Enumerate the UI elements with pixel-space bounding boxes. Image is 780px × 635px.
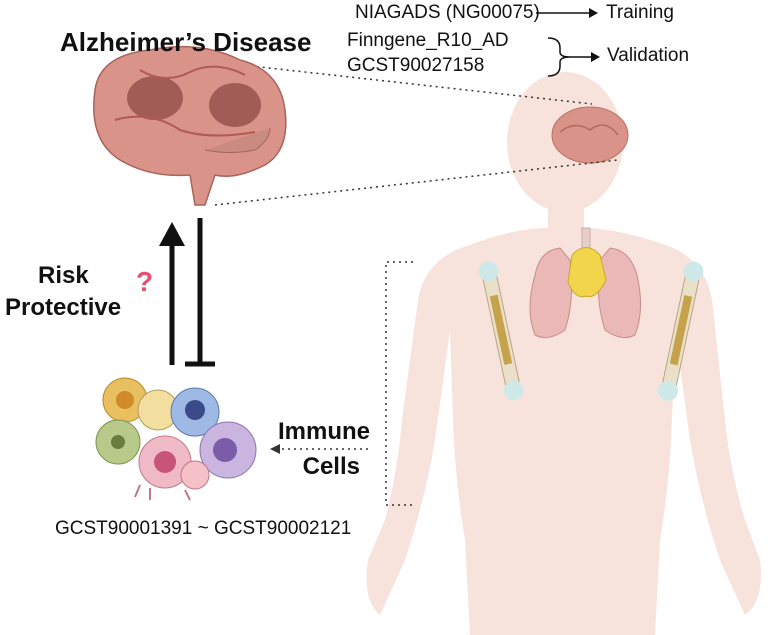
training-source: NIAGADS (NG00075) xyxy=(355,2,540,23)
protective-label: Protective xyxy=(5,294,122,321)
lungs-icon xyxy=(529,227,641,339)
zoom-lines xyxy=(214,61,619,506)
small-brain-icon xyxy=(551,106,629,164)
training-label: Training xyxy=(606,2,674,23)
risk-label: Risk xyxy=(38,262,89,289)
question-mark-icon: ? xyxy=(136,266,154,297)
validation-source-2: GCST90027158 xyxy=(347,55,485,76)
training-arrow xyxy=(536,8,598,18)
risk-arrow xyxy=(159,222,185,365)
cells-label: Cells xyxy=(302,453,360,480)
human-body-icon xyxy=(366,72,761,635)
immune-label: Immune xyxy=(278,418,371,445)
brain-icon xyxy=(93,45,287,206)
immune-cells-icon xyxy=(95,377,257,501)
validation-source-1: Finngene_R10_AD xyxy=(347,30,509,51)
validation-brace-arrow xyxy=(547,37,600,77)
protective-inhibitor xyxy=(185,218,215,367)
bone-icon xyxy=(478,261,704,401)
gwas-range: GCST90001391 ~ GCST90002121 xyxy=(55,518,352,539)
validation-label: Validation xyxy=(607,45,690,66)
body-to-cells-arrow xyxy=(270,444,368,454)
disease-title: Alzheimer’s Disease xyxy=(60,27,312,57)
